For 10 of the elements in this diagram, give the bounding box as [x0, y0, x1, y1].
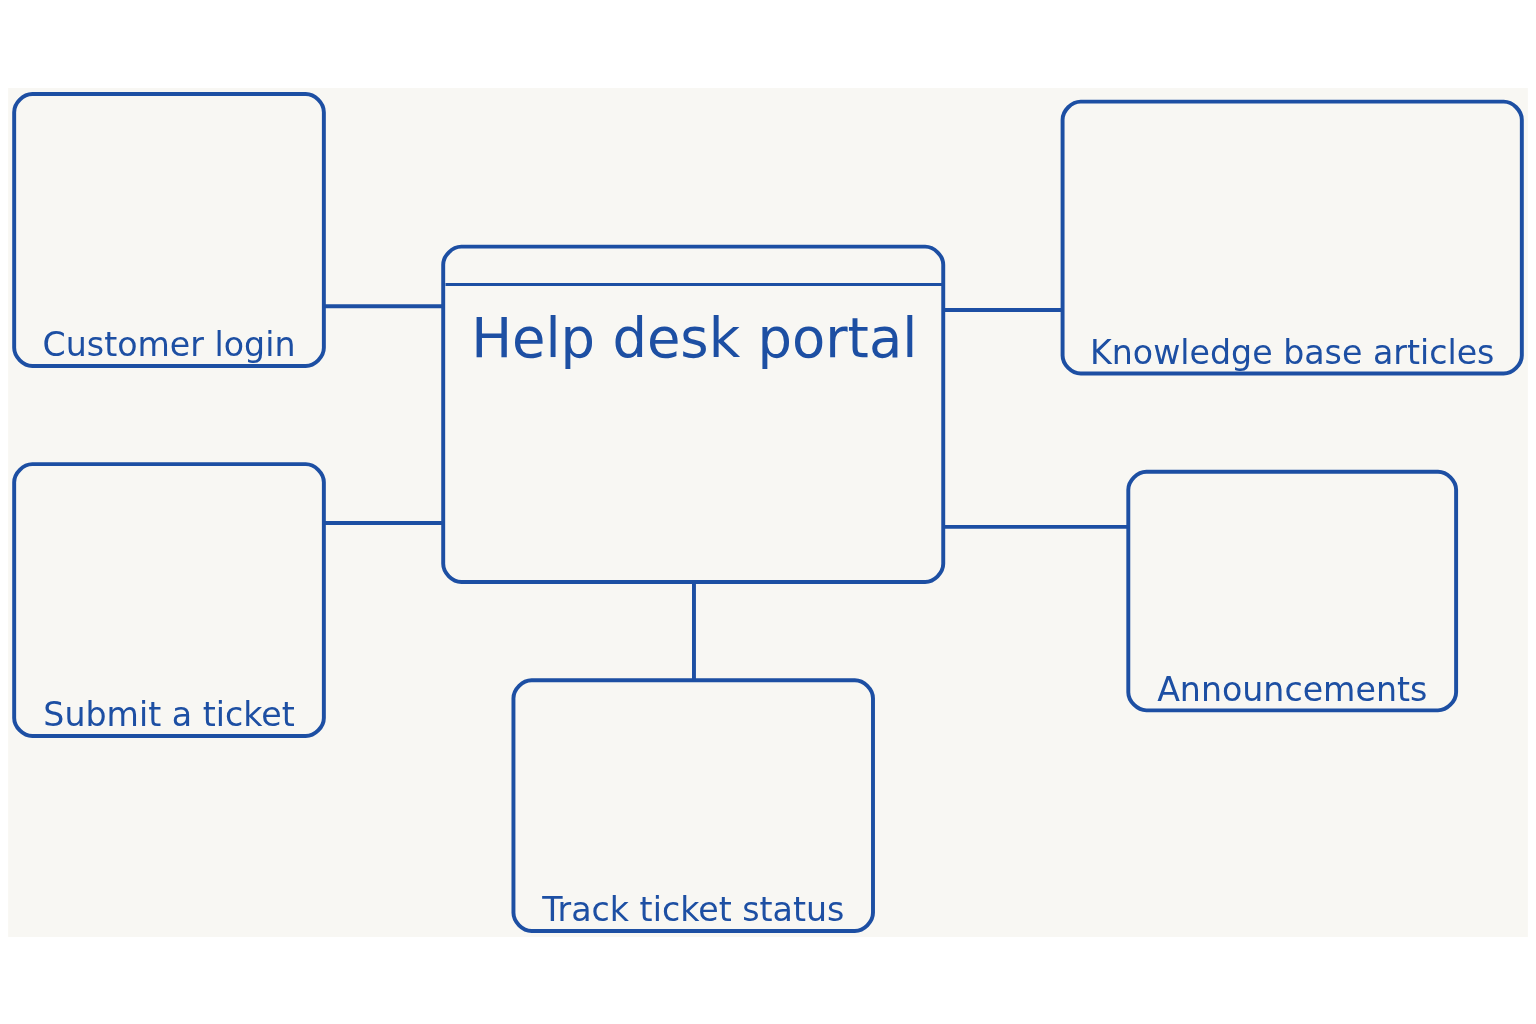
- connector: [943, 524, 1129, 529]
- node-box: Customer login: [12, 91, 326, 368]
- connector: [943, 307, 1063, 312]
- connector: [692, 582, 696, 680]
- node-box: Knowledge base articles: [1060, 99, 1524, 375]
- node-box: Announcements: [1126, 469, 1459, 712]
- connector: [324, 520, 444, 525]
- node-box: Submit a ticket: [12, 461, 326, 738]
- connector: [324, 303, 444, 308]
- node-box: Track ticket status: [511, 677, 875, 933]
